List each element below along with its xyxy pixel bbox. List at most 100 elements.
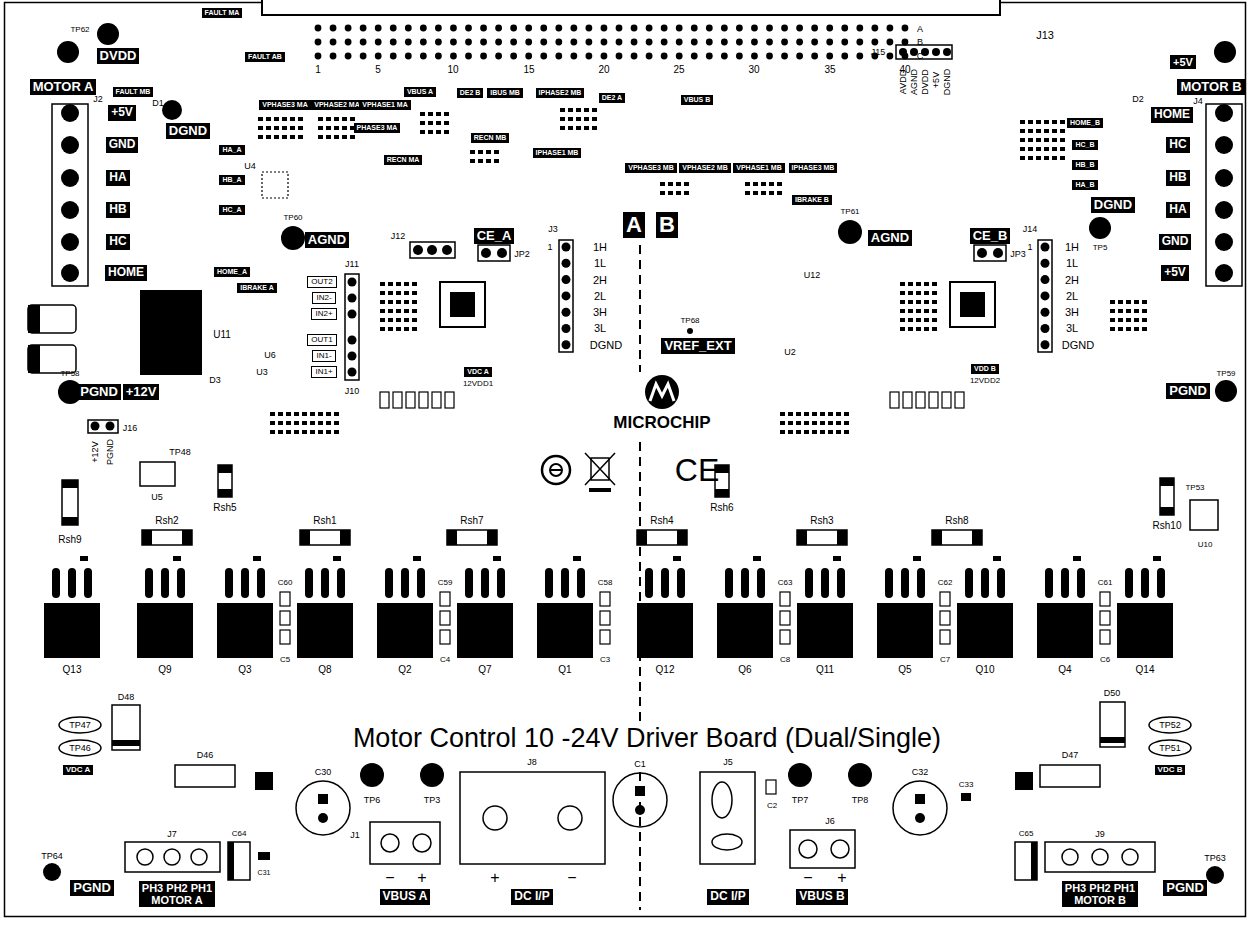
pin-header	[410, 242, 455, 258]
pin-header	[478, 245, 510, 261]
smd-pad	[820, 430, 825, 434]
smd-pad	[1036, 156, 1041, 160]
silkscreen-label: C30	[315, 768, 332, 777]
smd-pad	[1060, 138, 1065, 142]
silkscreen-label: DGND	[943, 69, 952, 96]
silkscreen-label: TP6	[364, 796, 381, 805]
test-pad	[687, 328, 693, 334]
header-pin	[887, 25, 894, 32]
silkscreen-label: TP3	[424, 796, 441, 805]
smd-pad	[326, 421, 331, 425]
header-pin	[721, 53, 728, 60]
tag-text: HB_A	[222, 176, 241, 184]
smd-pad	[428, 112, 433, 116]
tag-text: IBRAKE A	[240, 284, 274, 292]
smd-pad	[924, 309, 929, 313]
silkscreen-label: D47	[1062, 751, 1079, 760]
capacitor-pad	[915, 794, 925, 804]
silkscreen-label: DGND	[590, 340, 622, 351]
smd-pad	[173, 556, 181, 561]
header-pin	[616, 53, 623, 60]
tag-text: RECN MB	[474, 134, 507, 142]
smd-pad	[290, 135, 295, 139]
smd-pad	[412, 327, 417, 331]
silkscreen-tag: HB	[1166, 170, 1189, 185]
test-point-outline	[59, 717, 101, 733]
diode-body	[406, 392, 415, 408]
silkscreen-label: J5	[723, 758, 733, 767]
header-pin	[751, 25, 758, 32]
connector-pin	[61, 201, 79, 219]
header-pin	[330, 53, 337, 60]
mosfet-lead	[805, 568, 813, 598]
shunt-end	[447, 530, 457, 545]
terminal-hole	[1062, 849, 1078, 865]
smd-pad	[298, 135, 303, 139]
silkscreen-tag: VBUS A	[404, 87, 436, 97]
mosfet-lead	[981, 568, 989, 598]
capacitor-body	[440, 592, 450, 606]
smd-pad	[396, 282, 401, 286]
mosfet-lead	[901, 568, 909, 598]
signal-pin-box: OUT1	[307, 334, 336, 347]
silkscreen-tag: VDC A	[63, 765, 94, 776]
smd-pad	[486, 159, 491, 163]
pin-header	[559, 240, 573, 352]
silkscreen-label: TP64	[41, 852, 63, 861]
diode-body	[445, 392, 454, 408]
silkscreen-tag: A	[623, 212, 645, 238]
tag-text: VPHASE1 MB	[736, 164, 782, 172]
smd-pad	[1020, 156, 1025, 160]
tag-text: HB_B	[1075, 161, 1094, 169]
capacitor-body	[1100, 611, 1110, 625]
smd-pad	[302, 421, 307, 425]
capacitor-pad	[318, 813, 328, 823]
header-pin	[450, 53, 457, 60]
smd-pad	[780, 430, 785, 434]
smd-pad	[584, 117, 589, 121]
header-pin	[480, 25, 487, 32]
silkscreen-tag: GND	[1159, 234, 1192, 249]
header-pin	[826, 25, 833, 32]
chip-outline	[140, 462, 175, 486]
header-pin	[751, 53, 758, 60]
mosfet-lead	[677, 568, 685, 598]
test-point	[1206, 866, 1224, 884]
mosfet-lead	[385, 568, 393, 598]
smd-pad	[777, 191, 782, 195]
header-pin	[480, 53, 487, 60]
tag-text: VBUS A	[407, 88, 433, 96]
capacitor-body	[280, 611, 290, 625]
silkscreen-label: TP7	[792, 796, 809, 805]
test-point	[162, 100, 182, 120]
header-pad	[91, 422, 100, 431]
smd-pad	[668, 191, 673, 195]
terminal-block	[790, 830, 855, 868]
mosfet-lead	[1141, 568, 1149, 598]
silkscreen-label: U6	[264, 351, 276, 360]
silkscreen-label: 2L	[594, 291, 606, 302]
smd-pad	[584, 126, 589, 130]
mosfet-lead	[161, 568, 169, 598]
smd-pad	[788, 412, 793, 416]
diode-body	[903, 392, 912, 408]
shunt-resistor	[637, 530, 687, 545]
capacitor-body	[1100, 592, 1110, 606]
smd-pad	[334, 117, 339, 121]
silkscreen-label: Q6	[738, 665, 751, 675]
silkscreen-label: Rsh3	[810, 516, 833, 526]
recycle-symbol	[550, 464, 562, 476]
logo-mark	[650, 384, 674, 401]
mounting-hole	[1214, 41, 1236, 63]
smd-pad	[334, 135, 339, 139]
mosfet-lead	[1061, 568, 1069, 598]
tag-text: IPHASE2 MB	[539, 89, 582, 97]
header-pin	[736, 53, 743, 60]
silkscreen-label: TP60	[283, 214, 302, 222]
smd-pad	[334, 430, 339, 434]
mosfet-lead	[417, 568, 425, 598]
mosfet-lead	[545, 568, 553, 598]
smd-pad	[1044, 156, 1049, 160]
smd-pad	[568, 117, 573, 121]
mosfet-lead	[481, 568, 489, 598]
